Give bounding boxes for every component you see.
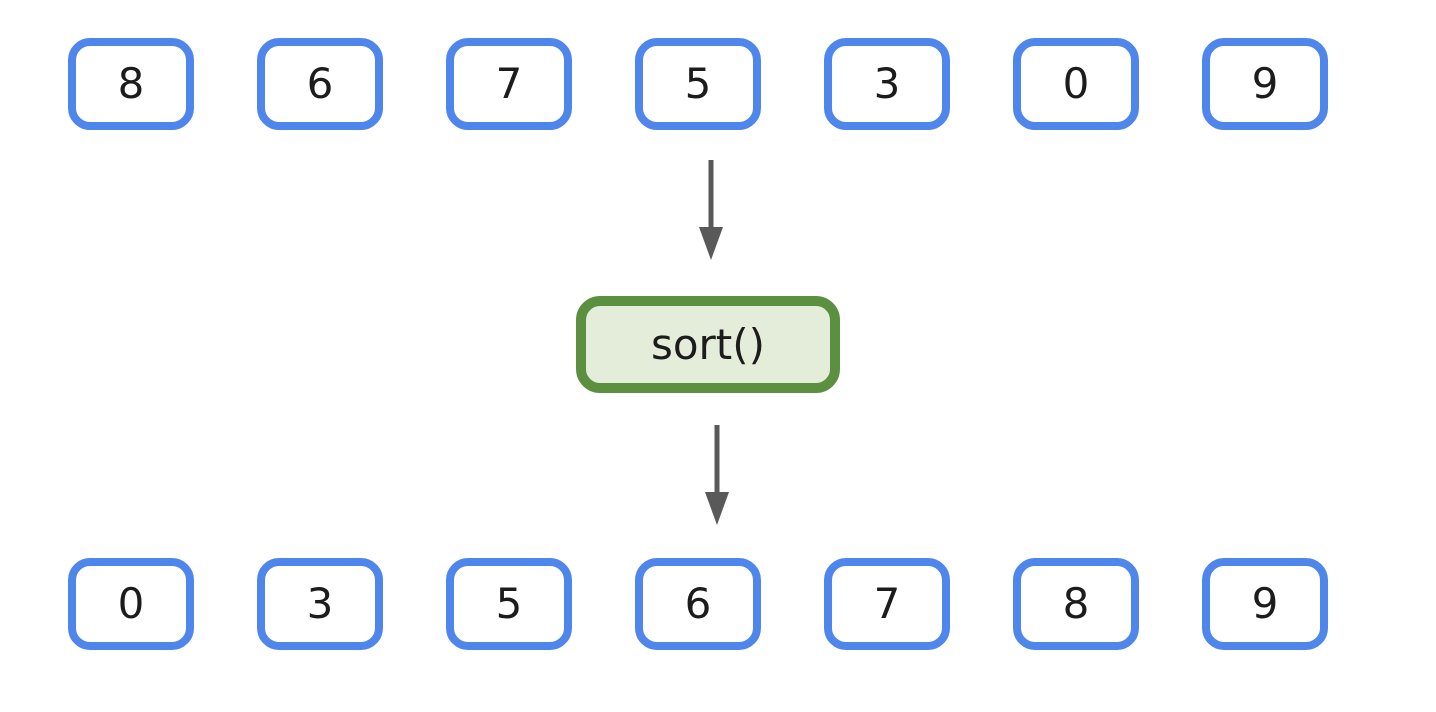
output-array-item: 9	[1202, 558, 1328, 650]
array-item-value: 9	[1251, 579, 1279, 628]
array-item-value: 3	[873, 59, 901, 108]
output-array-item: 7	[824, 558, 950, 650]
output-array-row: 0 3 5 6 7 8 9	[68, 558, 1328, 650]
input-array-item: 7	[446, 38, 572, 130]
array-item-value: 6	[684, 579, 712, 628]
output-array-item: 8	[1013, 558, 1139, 650]
input-array-item: 6	[257, 38, 383, 130]
input-array-item: 9	[1202, 38, 1328, 130]
input-array-row: 8 6 7 5 3 0 9	[68, 38, 1328, 130]
output-array-item: 0	[68, 558, 194, 650]
array-item-value: 8	[117, 59, 145, 108]
input-array-item: 0	[1013, 38, 1139, 130]
array-item-value: 0	[1062, 59, 1090, 108]
input-array-item: 5	[635, 38, 761, 130]
array-item-value: 5	[684, 59, 712, 108]
sort-operation-label: sort()	[650, 319, 766, 369]
output-array-item: 3	[257, 558, 383, 650]
arrow-down-icon	[699, 160, 723, 260]
array-item-value: 9	[1251, 59, 1279, 108]
input-array-item: 3	[824, 38, 950, 130]
output-array-item: 6	[635, 558, 761, 650]
array-item-value: 6	[306, 59, 334, 108]
array-item-value: 3	[306, 579, 334, 628]
array-item-value: 8	[1062, 579, 1090, 628]
sort-operation-box: sort()	[576, 296, 840, 393]
array-item-value: 7	[873, 579, 901, 628]
output-array-item: 5	[446, 558, 572, 650]
arrow-down-icon	[705, 425, 729, 525]
array-item-value: 7	[495, 59, 523, 108]
input-array-item: 8	[68, 38, 194, 130]
array-item-value: 0	[117, 579, 145, 628]
array-item-value: 5	[495, 579, 523, 628]
